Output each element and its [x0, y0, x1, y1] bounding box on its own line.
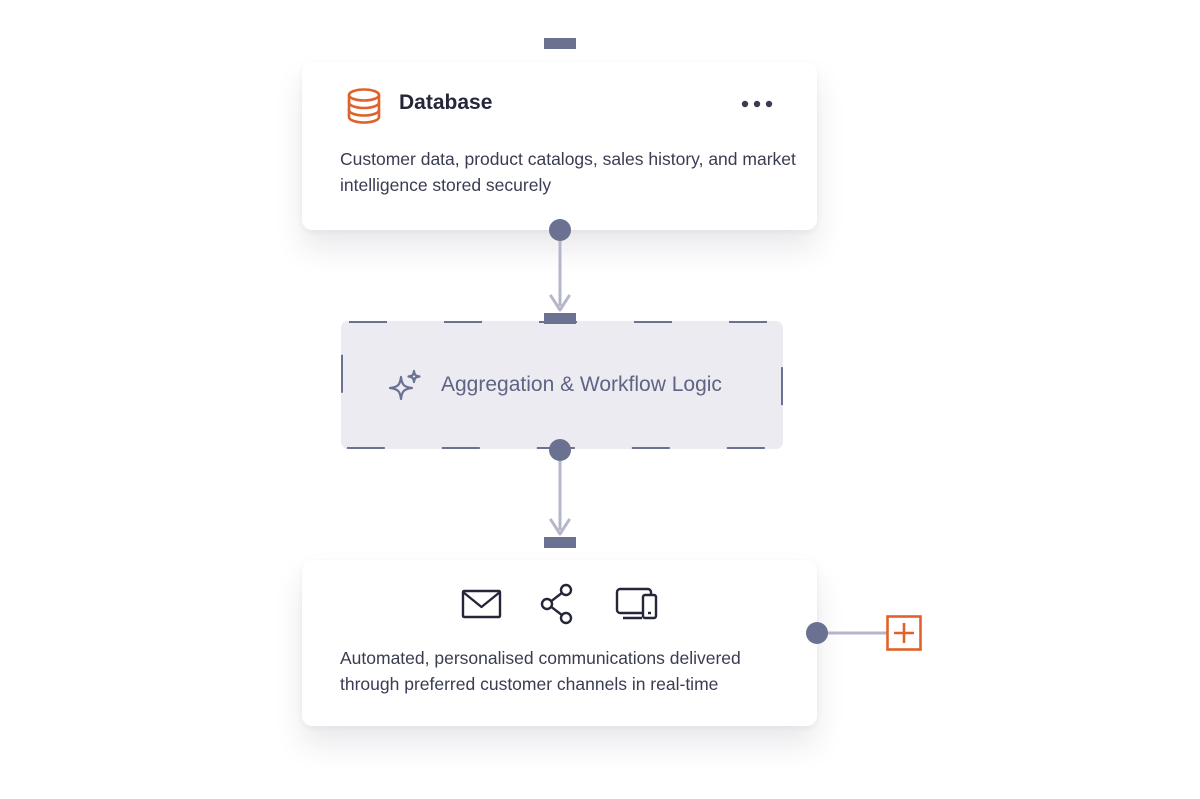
database-card[interactable]: Database Customer data, product catalogs… — [302, 62, 817, 230]
output-side-port[interactable] — [806, 622, 828, 644]
logic-input-port[interactable] — [544, 313, 576, 324]
plus-square-icon[interactable] — [886, 615, 922, 651]
logic-output-port[interactable] — [549, 439, 571, 461]
logic-node-label: Aggregation & Workflow Logic — [441, 373, 722, 396]
database-output-port[interactable] — [549, 219, 571, 241]
arrow-head-2 — [549, 518, 571, 536]
output-input-port[interactable] — [544, 537, 576, 548]
database-icon — [347, 88, 381, 124]
database-description: Customer data, product catalogs, sales h… — [340, 149, 796, 195]
more-horizontal-icon[interactable] — [739, 98, 775, 110]
devices-icon — [615, 587, 658, 620]
sparkle-icon — [388, 369, 421, 401]
mail-icon — [461, 589, 502, 619]
database-title: Database — [399, 91, 493, 114]
database-input-port[interactable] — [544, 38, 576, 49]
output-description: Automated, personalised communications d… — [340, 648, 741, 694]
share-icon — [540, 583, 573, 625]
output-card[interactable]: Automated, personalised communications d… — [302, 560, 817, 726]
arrow-head-1 — [549, 294, 571, 312]
logic-node[interactable]: Aggregation & Workflow Logic — [341, 321, 783, 449]
